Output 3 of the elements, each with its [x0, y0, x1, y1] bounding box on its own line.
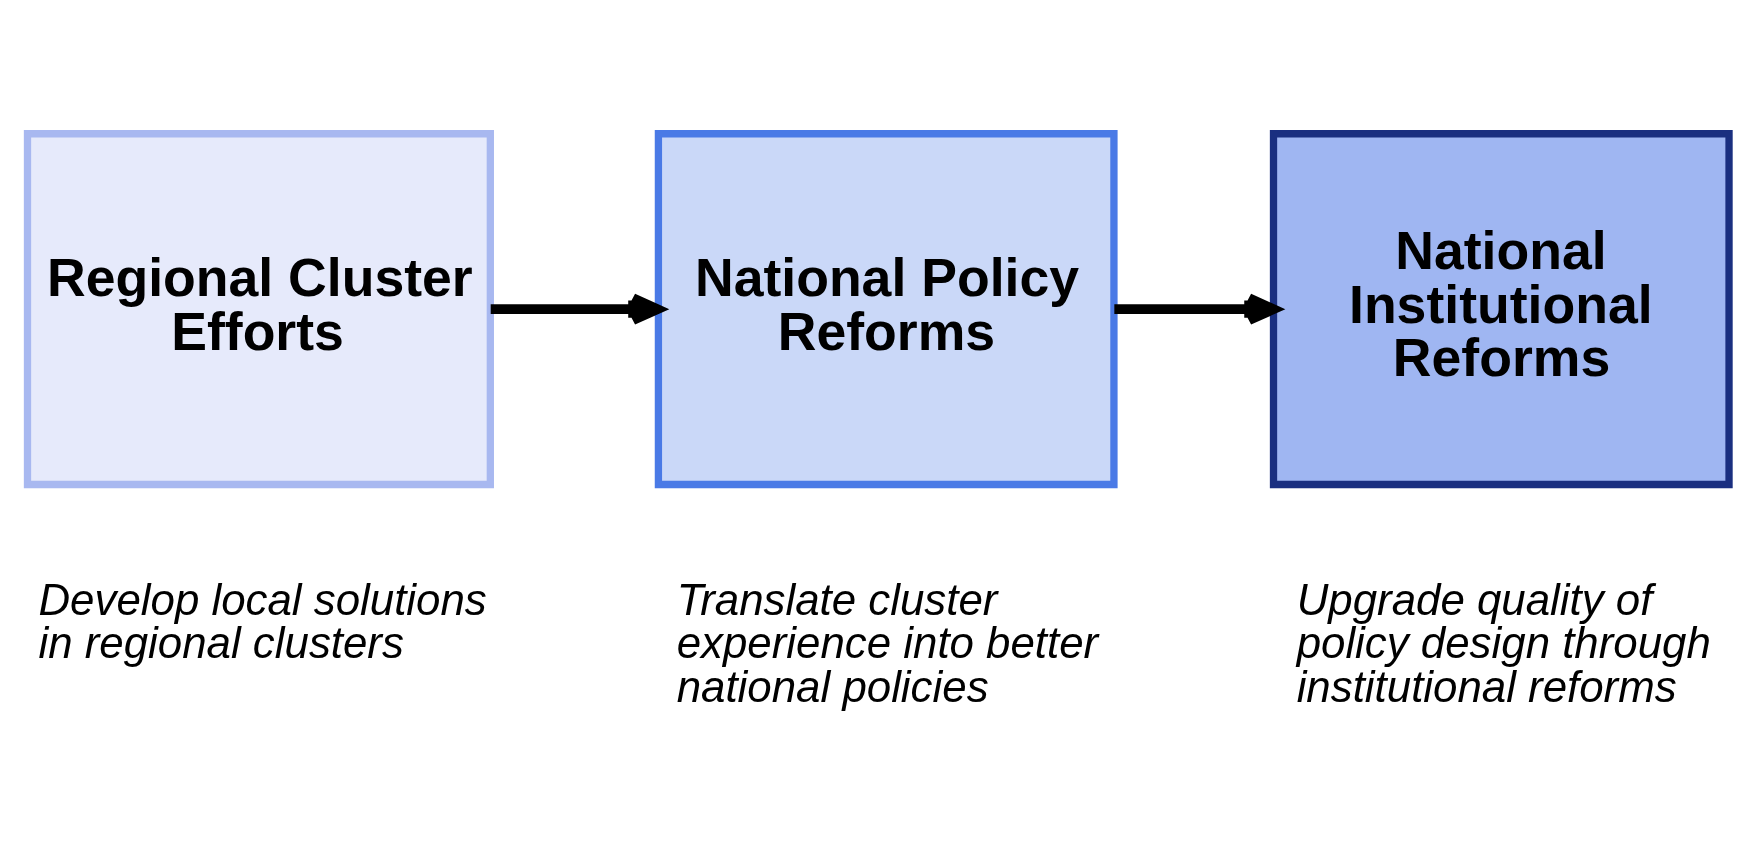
- node-label: Develop local solutions in regional clusters: [38, 574, 487, 667]
- node-label: Translate cluster experience into better national policies: [676, 574, 1099, 711]
- node-label: Upgrade quality of policy design through institutional reforms: [1296, 574, 1711, 711]
